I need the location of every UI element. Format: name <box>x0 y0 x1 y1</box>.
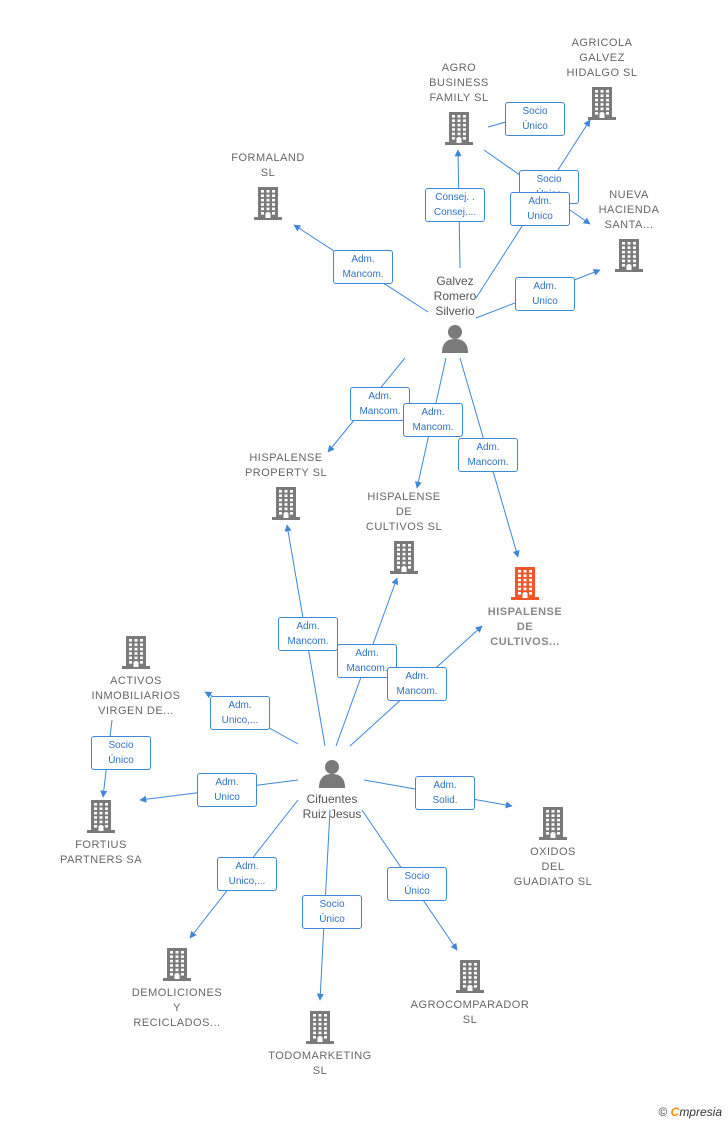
building-icon <box>120 635 152 674</box>
building-icon <box>443 111 475 150</box>
empresia-logo: Cmpresia <box>670 1105 722 1119</box>
edge-label-galvez-to-formaland[interactable]: Adm. Mancom. <box>333 250 393 284</box>
node-label: FORMALAND SL <box>231 152 305 179</box>
building-icon <box>509 566 541 605</box>
edge-label-cifuentes-to-hisp_cultivos_main[interactable]: Adm. Mancom. <box>387 667 447 701</box>
node-label: Galvez Romero Silverio <box>433 274 477 318</box>
building-icon <box>388 540 420 579</box>
edge-label-cifuentes-to-oxidos[interactable]: Adm. Solid. <box>415 776 475 810</box>
edge-label-galvez-to-hisp_cultivos_main[interactable]: Adm. Mancom. <box>458 438 518 472</box>
building-icon <box>85 799 117 838</box>
node-label: Cifuentes Ruiz Jesus <box>302 792 362 821</box>
node-label: OXIDOS DEL GUADIATO SL <box>513 846 593 888</box>
edge-label-cifuentes-to-hisp_property[interactable]: Adm. Mancom. <box>278 617 338 651</box>
edge-label-agro_business-to-agricola[interactable]: Socio Único <box>505 102 565 136</box>
edge-label-activos-to-fortius[interactable]: Socio Único <box>91 736 151 770</box>
node-label: FORTIUS PARTNERS SA <box>59 839 143 866</box>
brand-footer: © Cmpresia <box>658 1105 722 1119</box>
building-icon <box>537 806 569 845</box>
node-label: TODOMARKETING SL <box>268 1050 372 1077</box>
building-icon <box>613 238 645 277</box>
copyright-symbol: © <box>658 1105 668 1119</box>
node-label: HISPALENSE PROPERTY SL <box>244 452 328 479</box>
building-icon <box>304 1010 336 1049</box>
node-label: ACTIVOS INMOBILIARIOS VIRGEN DE... <box>91 675 181 717</box>
edge-label-galvez-to-nueva_hacienda[interactable]: Adm. Unico <box>515 277 575 311</box>
person-icon <box>440 323 470 358</box>
person-icon <box>317 758 347 793</box>
edge-label-cifuentes-to-agrocomparador[interactable]: Socio Único <box>387 867 447 901</box>
building-icon <box>454 959 486 998</box>
building-icon <box>270 486 302 525</box>
building-icon <box>586 86 618 125</box>
node-label: AGRO BUSINESS FAMILY SL <box>429 62 489 104</box>
node-label: AGROCOMPARADOR SL <box>410 999 530 1026</box>
building-icon <box>252 186 284 225</box>
edge-label-cifuentes-to-activos[interactable]: Adm. Unico,... <box>210 696 270 730</box>
edge-label-galvez-to-agro_business[interactable]: Consej. . Consej.... <box>425 188 485 222</box>
node-label: DEMOLICIONES Y RECICLADOS... <box>131 987 223 1029</box>
edge-label-cifuentes-to-todomarketing[interactable]: Socio Único <box>302 895 362 929</box>
edge-label-galvez-to-hisp_cultivos[interactable]: Adm. Mancom. <box>403 403 463 437</box>
node-label: AGRICOLA GALVEZ HIDALGO SL <box>566 37 638 79</box>
edge-label-cifuentes-to-fortius[interactable]: Adm. Unico <box>197 773 257 807</box>
node-label: HISPALENSE DE CULTIVOS... <box>487 606 563 648</box>
building-icon <box>161 947 193 986</box>
edge-label-agro_business-to-nueva_hacienda[interactable]: Adm. Unico <box>510 192 570 226</box>
edge-label-galvez-to-hisp_property[interactable]: Adm. Mancom. <box>350 387 410 421</box>
node-label: HISPALENSE DE CULTIVOS SL <box>365 491 443 533</box>
node-label: NUEVA HACIENDA SANTA... <box>598 189 660 231</box>
edge-label-cifuentes-to-demoliciones[interactable]: Adm. Unico,... <box>217 857 277 891</box>
